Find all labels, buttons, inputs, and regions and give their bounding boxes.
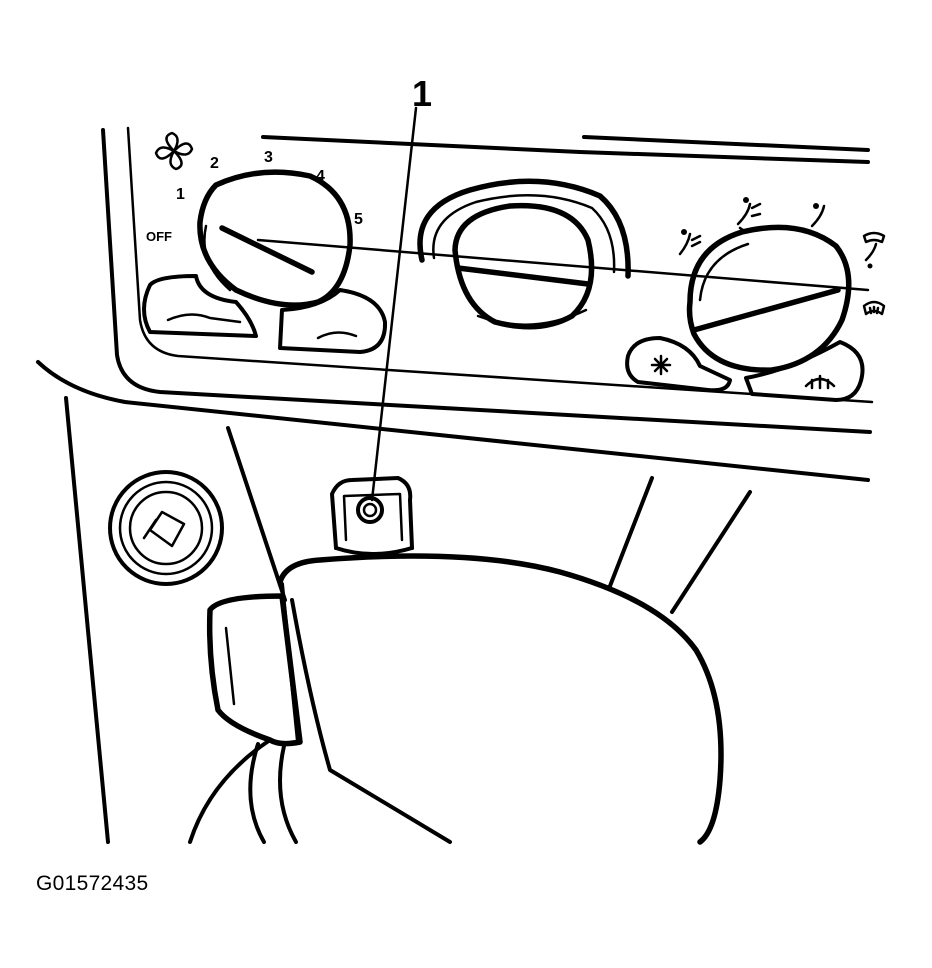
floor-vent-icon <box>808 203 828 240</box>
instrument-panel <box>36 126 874 844</box>
defrost-icon <box>862 300 886 316</box>
mode-knob[interactable] <box>625 224 865 402</box>
temperature-knob[interactable] <box>417 178 631 330</box>
fan-speed-knob[interactable] <box>142 169 388 354</box>
callout-leader-line <box>370 106 418 502</box>
fan-position-3: 3 <box>264 149 273 166</box>
fan-icon <box>154 131 194 171</box>
ac-snowflake-icon <box>650 354 672 376</box>
panel-vent-icon <box>678 229 702 256</box>
bilevel-vent-icon <box>736 197 762 234</box>
fan-position-labels: OFF 1 2 3 4 5 <box>146 149 363 244</box>
multifunction-lever <box>188 593 303 844</box>
callout-number: 1 <box>412 73 432 114</box>
fan-position-2: 2 <box>210 155 219 172</box>
fan-position-5: 5 <box>354 211 363 228</box>
recirculation-icon <box>804 374 836 390</box>
floor-defrost-icon <box>862 231 886 269</box>
power-outlet <box>108 470 224 586</box>
fastener-screw <box>356 496 384 524</box>
fan-position-4: 4 <box>316 168 325 185</box>
fan-position-1: 1 <box>176 186 185 203</box>
figure-id: G01572435 <box>36 872 149 895</box>
fan-position-off: OFF <box>146 229 172 244</box>
steering-column-shroud <box>277 553 724 845</box>
